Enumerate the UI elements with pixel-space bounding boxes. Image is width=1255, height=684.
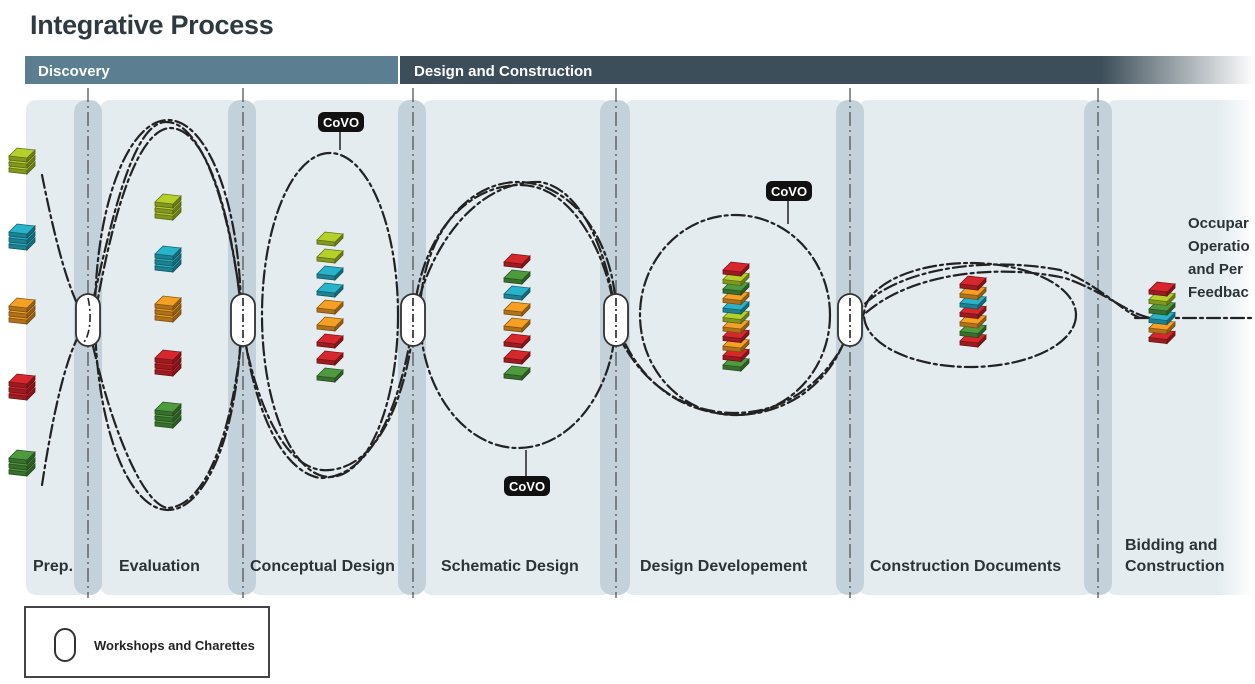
- conceptual-stack: [316, 231, 344, 383]
- prep-block-green-layer: [8, 449, 36, 465]
- conceptual-stack-block: [316, 231, 344, 247]
- block-stacks: [8, 147, 1176, 477]
- evaluation-block-red: [154, 349, 182, 377]
- schematic-crossover-2: [411, 180, 618, 332]
- documents-stack: [959, 275, 987, 348]
- phase-label-prep: Prep.: [33, 558, 73, 575]
- conceptual-stack-block: [316, 367, 344, 383]
- phase-label-bidding-line2: Construction: [1125, 558, 1225, 575]
- phase-label-development: Design Developement: [640, 558, 808, 575]
- conceptual-stack-block: [316, 350, 344, 366]
- phase-dividers: [87, 88, 1099, 598]
- phase-label-conceptual: Conceptual Design: [250, 558, 395, 575]
- conceptual-stack-block: [316, 282, 344, 298]
- evaluation-block-cyan: [154, 245, 182, 273]
- development-crossover-2: [614, 326, 852, 414]
- separator-2: [228, 100, 256, 595]
- evaluation-block-orange-layer: [154, 295, 182, 311]
- conceptual-stack-block: [316, 265, 344, 281]
- covo-tag-conceptual: [318, 112, 364, 132]
- covo-text-schematic: CoVO: [509, 479, 545, 494]
- schematic-stack-block: [503, 253, 531, 269]
- conceptual-stack-block: [316, 248, 344, 264]
- covo-tags: CoVO CoVO CoVO: [318, 112, 812, 496]
- prep-block-cyan-layer: [8, 223, 36, 239]
- workshop-pill-icon: [54, 628, 76, 662]
- documents-loop: [862, 261, 1078, 369]
- prep-block-orange: [8, 297, 36, 325]
- legend: Workshops and Charettes: [24, 606, 270, 678]
- prep-block-yellowgreen-layer: [8, 147, 36, 163]
- occupancy-line-1: Occupar: [1188, 215, 1249, 232]
- covo-tag-schematic: [504, 476, 550, 496]
- evaluation-block-green: [154, 401, 182, 429]
- bidding-stack: [1148, 281, 1176, 345]
- schematic-stack-block: [503, 301, 531, 317]
- design-construction-bar: [400, 56, 1255, 84]
- phase-columns: [26, 100, 1255, 595]
- conceptual-stack-block: [316, 316, 344, 332]
- phase-label-documents: Construction Documents: [870, 558, 1061, 575]
- schematic-stack-block: [503, 333, 531, 349]
- bidding-stack-block: [1148, 281, 1176, 297]
- eval-crossover-2: [86, 320, 245, 510]
- occupancy-line-3: and Per: [1188, 261, 1243, 278]
- column-bidding: [1106, 100, 1255, 595]
- occupancy-line-4: Feedbac: [1188, 284, 1249, 301]
- evaluation-block-yellowgreen: [154, 193, 182, 221]
- schematic-stack: [503, 253, 531, 381]
- column-documents: [858, 100, 1094, 595]
- schematic-stack-block: [503, 269, 531, 285]
- prep-block-red-layer: [8, 373, 36, 389]
- occupancy-text: Occupar Operatio and Per Feedbac: [1188, 215, 1250, 301]
- design-construction-label: Design and Construction: [414, 63, 592, 80]
- conceptual-stack-block: [316, 299, 344, 315]
- occupancy-line-2: Operatio: [1188, 238, 1250, 255]
- schematic-stack-block: [503, 365, 531, 381]
- covo-text-development: CoVO: [771, 184, 807, 199]
- workshop-pill-1: [75, 293, 101, 347]
- phase-label-evaluation: Evaluation: [119, 558, 200, 575]
- column-prep: [26, 100, 88, 595]
- prep-block-yellowgreen: [8, 147, 36, 175]
- prep-block-orange-layer: [8, 297, 36, 313]
- prep-block-green: [8, 449, 36, 477]
- conceptual-crossover-2: [241, 328, 415, 472]
- conceptual-crossover-1: [241, 320, 415, 480]
- eval-crossover-3: [93, 126, 245, 332]
- legend-label: Workshops and Charettes: [94, 638, 255, 653]
- covo-text-conceptual: CoVO: [323, 115, 359, 130]
- schematic-stack-block: [503, 317, 531, 333]
- schematic-stack-block: [503, 285, 531, 301]
- evaluation-block-red-layer: [154, 349, 182, 365]
- phase-labels: Prep. Evaluation Conceptual Design Schem…: [33, 537, 1225, 575]
- schematic-stack-block: [503, 349, 531, 365]
- phase-label-bidding-line1: Bidding and: [1125, 537, 1217, 554]
- discovery-label: Discovery: [38, 63, 110, 80]
- conceptual-stack-block: [316, 333, 344, 349]
- phase-label-schematic: Schematic Design: [441, 558, 579, 575]
- documents-stack-block: [959, 304, 987, 320]
- separator-3: [398, 100, 426, 595]
- development-stack-block: [722, 261, 750, 277]
- discovery-bar: [25, 56, 398, 84]
- evaluation-block-orange: [154, 295, 182, 323]
- column-evaluation: [100, 100, 240, 595]
- schematic-crossover-1: [411, 183, 618, 324]
- documents-stack-block: [959, 275, 987, 291]
- covo-tag-development: [766, 181, 812, 201]
- development-stack: [722, 261, 750, 372]
- page-title: Integrative Process: [30, 10, 274, 40]
- prep-block-cyan: [8, 223, 36, 251]
- evaluation-block-cyan-layer: [154, 245, 182, 261]
- evaluation-block-green-layer: [154, 401, 182, 417]
- prep-block-red: [8, 373, 36, 401]
- evaluation-block-yellowgreen-layer: [154, 193, 182, 209]
- separator-4: [600, 100, 630, 595]
- documents-crossover-2: [848, 270, 1152, 332]
